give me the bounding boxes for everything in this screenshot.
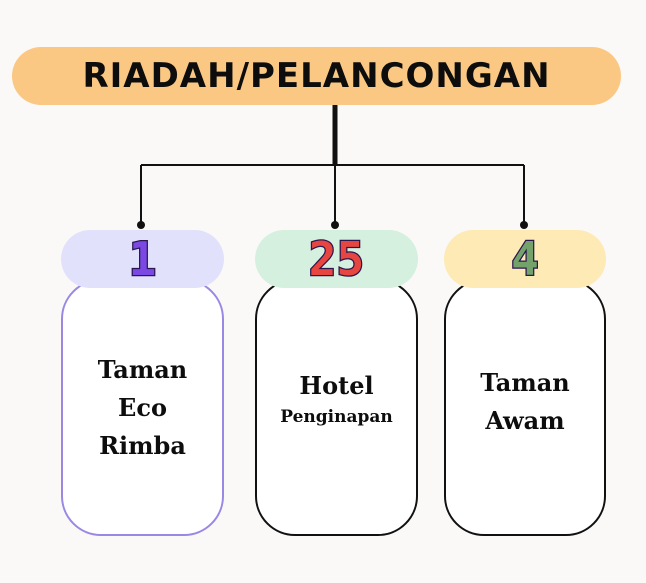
connector-dot-1 xyxy=(137,221,145,229)
count-badge-3: 4 xyxy=(444,230,606,288)
count-badge-2: 25 xyxy=(255,230,418,288)
card-2-line-2: Penginapan xyxy=(280,407,393,427)
card-2-line-1: Hotel xyxy=(299,371,374,400)
card-3-line-1: Taman xyxy=(480,368,570,397)
connector-dot-3 xyxy=(520,221,528,229)
card-taman-awam: Taman Awam xyxy=(444,279,606,536)
count-number-1: 1 xyxy=(127,232,157,286)
card-1-line-3: Rimba xyxy=(99,431,186,460)
card-hotel-penginapan: Hotel Penginapan xyxy=(255,279,418,536)
title-banner: RIADAH/PELANCONGAN xyxy=(12,47,621,105)
card-1-line-2: Eco xyxy=(118,393,167,422)
card-taman-eco-rimba: Taman Eco Rimba xyxy=(61,279,224,536)
count-number-2: 25 xyxy=(308,232,366,286)
count-number-3: 4 xyxy=(510,232,540,286)
card-3-line-2: Awam xyxy=(485,406,565,435)
card-1-line-1: Taman xyxy=(97,355,188,384)
count-badge-1: 1 xyxy=(61,230,224,288)
connector-dot-2 xyxy=(331,221,339,229)
diagram-title: RIADAH/PELANCONGAN xyxy=(82,56,551,96)
